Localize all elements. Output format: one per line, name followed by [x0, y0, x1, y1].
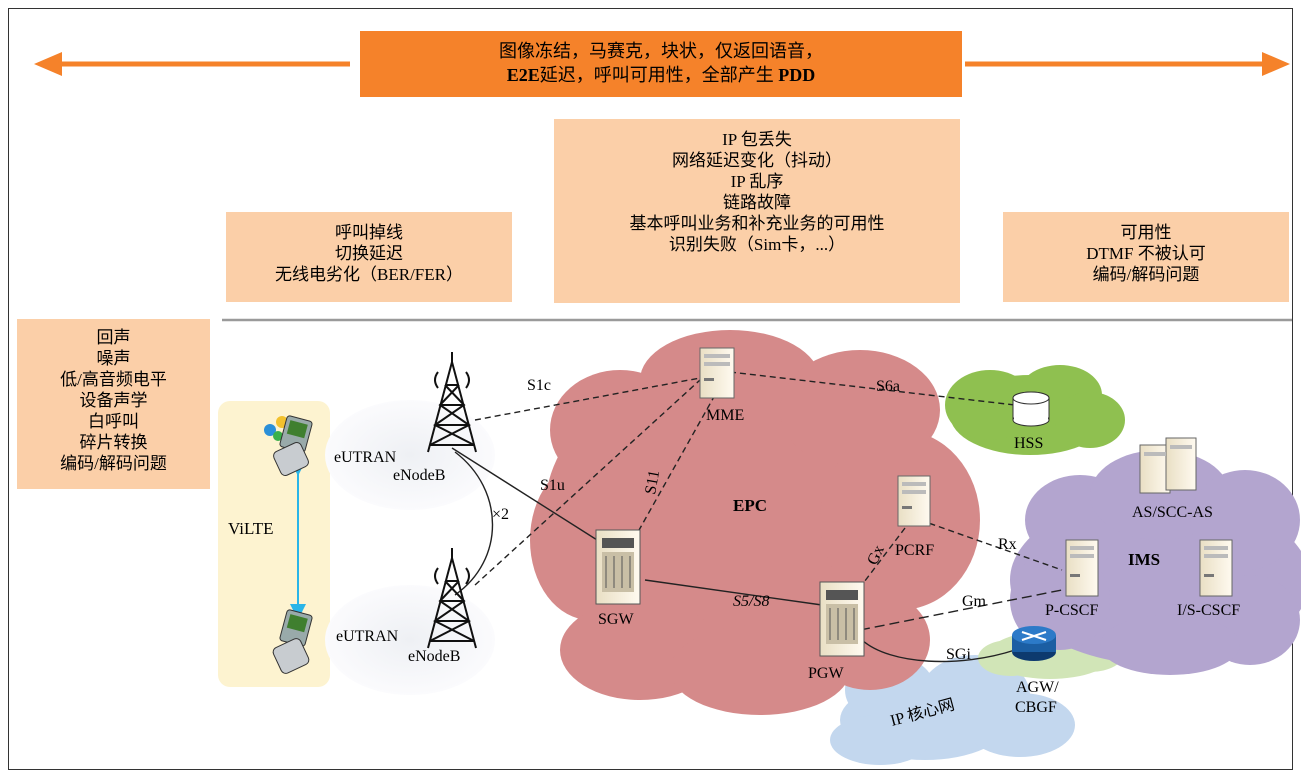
rx-label: Rx [998, 536, 1017, 553]
banner-line-2: E2E延迟，呼叫可用性，全部产生 PDD [360, 63, 962, 87]
radio-item: 呼叫掉线 [335, 223, 403, 242]
ue-phone-top-icon [264, 415, 313, 476]
link-s1u [451, 447, 606, 546]
link-s11 [624, 394, 716, 556]
agw-router-icon [1012, 626, 1056, 661]
terminal-item: 设备声学 [79, 391, 148, 410]
network-item: IP 包丢失 [722, 130, 792, 149]
ue-phone-bottom-icon [272, 609, 313, 674]
service-item: DTMF 不被认可 [1086, 244, 1206, 263]
agw-label-line2: CBGF [1015, 699, 1057, 716]
pcscf-server-icon [1065, 539, 1099, 597]
banner-right-arrow [965, 52, 1290, 76]
iscscf-label: I/S-CSCF [1177, 602, 1240, 619]
link-sgi [861, 639, 1016, 663]
s6a-label: S6a [876, 378, 900, 395]
network-item: 网络延迟变化（抖动） [672, 151, 842, 170]
s5s8-label: S5/S8 [733, 593, 769, 610]
link-s6a [729, 371, 1016, 406]
gx-label: Gx [864, 543, 888, 568]
eutran-top-label: eUTRAN [334, 449, 397, 466]
eutran-top-glow [325, 400, 495, 510]
as-server-icon [1139, 437, 1197, 494]
radio-issues-box: 呼叫掉线 切换延迟 无线电劣化（BER/FER） [226, 212, 512, 302]
network-item: 基本呼叫业务和补充业务的可用性 [629, 214, 885, 233]
pcrf-server-icon [897, 475, 931, 527]
terminal-item: 回声 [96, 328, 131, 347]
enodeb-top-antenna [427, 352, 477, 453]
pcscf-label: P-CSCF [1045, 602, 1098, 619]
link-gm [859, 589, 1063, 631]
link-rx [919, 519, 1063, 571]
banner-line-1: 图像冻结，马赛克，块状，仅返回语音， [499, 41, 823, 61]
network-issues-box: IP 包丢失 网络延迟变化（抖动） IP 乱序 链路故障 基本呼叫业务和补充业务… [554, 119, 960, 303]
x2-label: ×2 [492, 506, 509, 523]
link-s5s8 [644, 579, 823, 606]
network-item: 识别失败（Sim卡，...） [668, 235, 846, 254]
enodeb-bottom-label: eNodeB [408, 648, 460, 665]
service-item: 编码/解码问题 [1092, 265, 1200, 284]
ims-label: IMS [1128, 550, 1160, 569]
terminal-item: 噪声 [96, 349, 131, 368]
link-x2 [454, 451, 494, 596]
sgw-label: SGW [598, 611, 634, 628]
network-item: 链路故障 [723, 193, 791, 212]
enodeb-top-label: eNodeB [393, 467, 445, 484]
gm-label: Gm [962, 593, 987, 610]
service-issues-box: 可用性 DTMF 不被认可 编码/解码问题 [1003, 212, 1289, 302]
banner-pdd: PDD [778, 65, 816, 85]
iscscf-server-icon [1199, 539, 1233, 597]
radio-item: 无线电劣化（BER/FER） [275, 265, 463, 284]
as-label: AS/SCC-AS [1132, 504, 1213, 521]
banner-left-arrow [34, 52, 350, 76]
figure-frame [8, 8, 1293, 770]
terminal-item: 编码/解码问题 [60, 454, 167, 473]
radio-item: 切换延迟 [335, 244, 403, 263]
terminal-issues-box: 回声 噪声 低/高音频电平 设备声学 白呼叫 碎片转换 编码/解码问题 [17, 319, 210, 489]
eutran-bottom-label: eUTRAN [336, 628, 399, 645]
terminal-item: 白呼叫 [88, 412, 139, 431]
eutran-bottom-glow [325, 585, 495, 695]
vilte-panel [218, 401, 330, 687]
mme-label: MME [706, 407, 744, 424]
s1u-label: S1u [540, 477, 565, 494]
hss-label: HSS [1014, 435, 1043, 452]
service-item: 可用性 [1120, 223, 1172, 242]
agw-label-line1: AGW/ [1016, 679, 1059, 696]
pgw-label: PGW [808, 665, 844, 682]
enodeb-bottom-antenna [427, 548, 477, 649]
banner-mid-text: 延迟，呼叫可用性，全部产生 [539, 65, 774, 85]
s11-label: S11 [642, 469, 663, 496]
sgw-rack-icon [595, 529, 641, 605]
pgw-rack-icon [819, 581, 865, 657]
terminal-item: 碎片转换 [79, 433, 148, 452]
vilte-label: ViLTE [228, 519, 274, 538]
link-enb-bottom-mme [474, 379, 701, 586]
hss-database-icon [1012, 391, 1050, 427]
pcrf-label: PCRF [895, 542, 934, 559]
top-banner: 图像冻结，马赛克，块状，仅返回语音， E2E延迟，呼叫可用性，全部产生 PDD [360, 31, 962, 97]
link-s1c [474, 377, 701, 421]
network-item: IP 乱序 [730, 172, 784, 191]
terminal-item: 低/高音频电平 [60, 370, 167, 389]
sgi-label: SGi [946, 646, 971, 663]
epc-label: EPC [733, 496, 767, 515]
banner-e2e: E2E [506, 65, 540, 85]
s1c-label: S1c [527, 377, 551, 394]
mme-server-icon [699, 347, 735, 399]
